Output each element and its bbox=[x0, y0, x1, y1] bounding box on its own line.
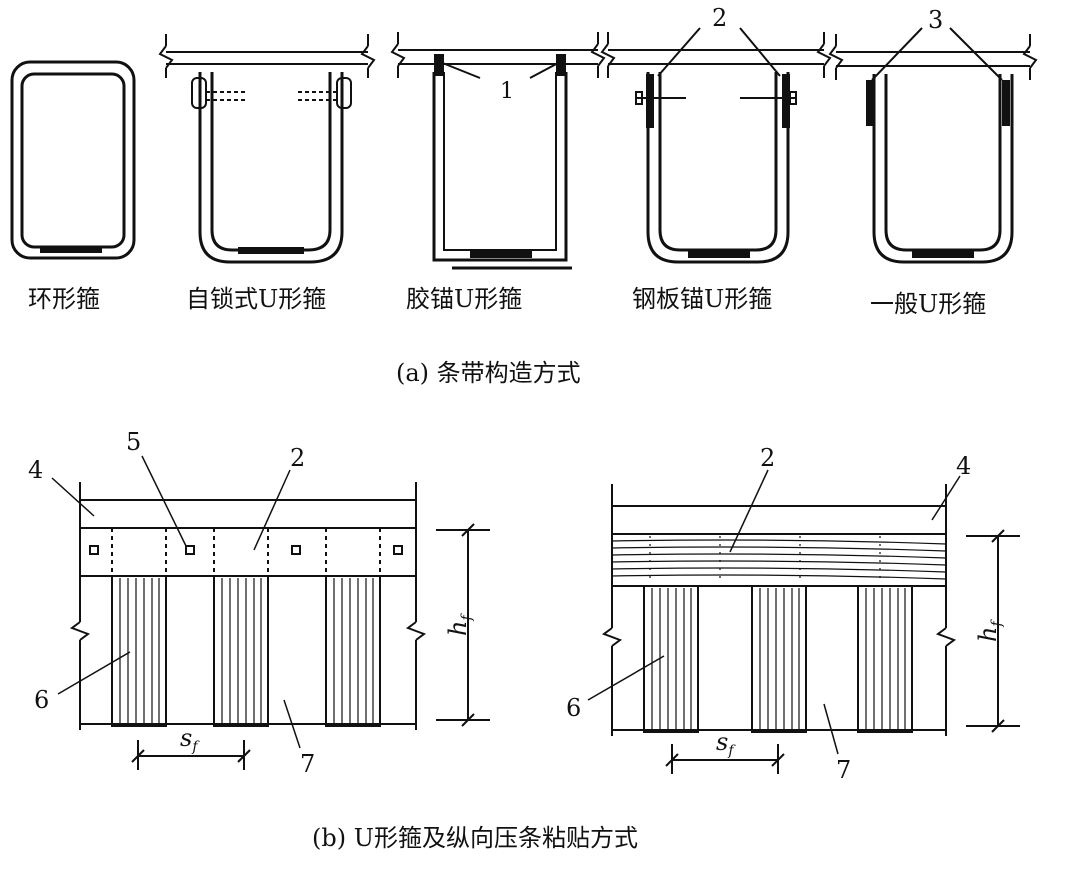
general-u-label: 一般U形箍 bbox=[870, 290, 986, 318]
left-callout-4: 4 bbox=[28, 456, 43, 484]
left-beam-elevation bbox=[69, 482, 427, 730]
steel-plate-left bbox=[646, 74, 654, 128]
right-beam-elevation bbox=[601, 484, 957, 736]
right-sf-dimension bbox=[665, 744, 785, 774]
ring-stirrup-drawing bbox=[9, 60, 136, 260]
caption-a: (a) 条带构造方式 bbox=[396, 359, 581, 387]
glue-anchored-u-label: 胶锚U形箍 bbox=[406, 285, 522, 313]
right-hf-label: hf bbox=[974, 619, 1005, 642]
right-callout-7: 7 bbox=[836, 756, 851, 784]
left-hf-dimension bbox=[436, 523, 490, 727]
left-hf-label: hf bbox=[444, 613, 475, 636]
left-leader-lines bbox=[51, 455, 301, 749]
self-locking-u-drawing bbox=[158, 34, 376, 264]
left-callout-7: 7 bbox=[300, 750, 315, 778]
steel-plate-bottom-strip bbox=[688, 251, 750, 258]
callout-2-top: 2 bbox=[712, 4, 727, 32]
left-sf-label: sf bbox=[180, 724, 200, 755]
glue-anchor-left bbox=[434, 54, 444, 76]
glue-anchored-bottom-strip bbox=[470, 251, 532, 258]
left-strip-fibers bbox=[119, 578, 374, 724]
left-sf-dimension bbox=[131, 740, 251, 770]
right-strip-fibers bbox=[651, 588, 906, 730]
steel-plate-u-drawing bbox=[600, 27, 832, 264]
general-u-drawing bbox=[828, 27, 1038, 264]
left-callout-5: 5 bbox=[126, 428, 141, 456]
right-longitudinal-strips bbox=[611, 536, 947, 584]
self-locking-u-label: 自锁式U形箍 bbox=[186, 285, 326, 313]
left-callout-2: 2 bbox=[290, 444, 305, 472]
general-u-bottom-strip bbox=[912, 251, 974, 258]
callout-3: 3 bbox=[928, 6, 943, 34]
right-leader-lines bbox=[587, 469, 961, 755]
glue-anchored-u-drawing bbox=[390, 32, 606, 270]
right-callout-6: 6 bbox=[566, 694, 581, 722]
general-u-plate-left bbox=[866, 80, 874, 126]
right-callout-2: 2 bbox=[760, 444, 775, 472]
caption-b: (b) U形箍及纵向压条粘贴方式 bbox=[312, 824, 638, 852]
steel-plate-right bbox=[782, 74, 790, 128]
steel-plate-u-label: 钢板锚U形箍 bbox=[632, 285, 772, 313]
glue-anchor-right bbox=[556, 54, 566, 76]
ring-bottom-strip bbox=[40, 246, 102, 253]
right-callout-4: 4 bbox=[956, 452, 971, 480]
left-callout-6: 6 bbox=[34, 686, 49, 714]
general-u-plate-right bbox=[1002, 80, 1010, 126]
right-hf-dimension bbox=[966, 529, 1020, 733]
ring-stirrup-label: 环形箍 bbox=[28, 285, 100, 313]
self-locking-bottom-strip bbox=[238, 247, 304, 254]
right-sf-label: sf bbox=[716, 728, 736, 759]
callout-1: 1 bbox=[500, 79, 514, 104]
